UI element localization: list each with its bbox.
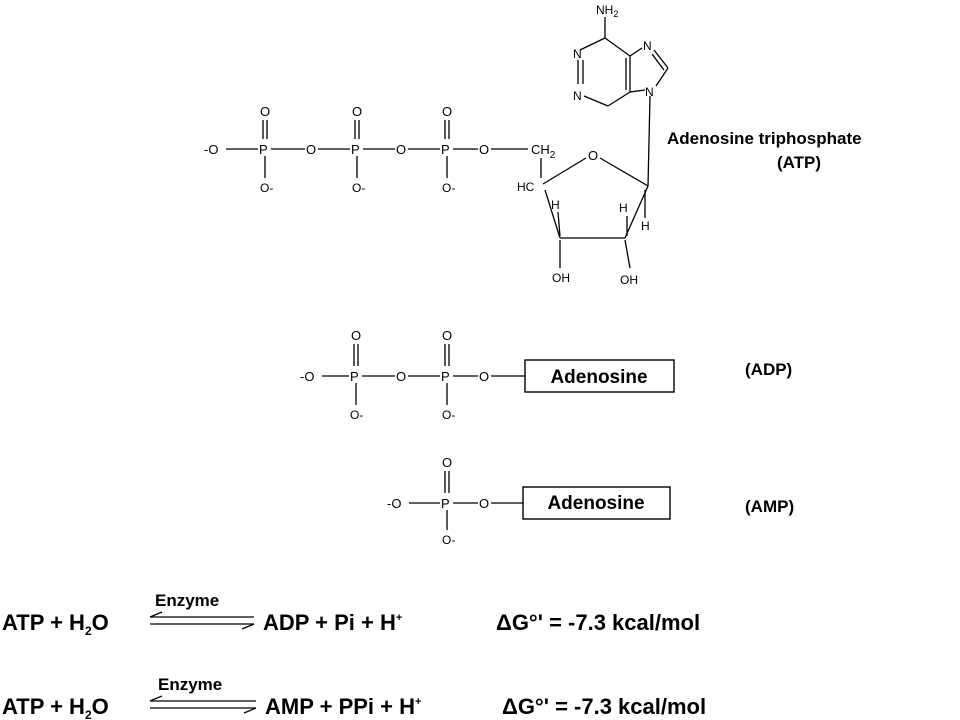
adp-bridge-oxygen-1: O bbox=[396, 369, 406, 384]
atp-phosphorus-beta: P bbox=[351, 142, 360, 157]
adp-terminal-oxygen: -O bbox=[300, 369, 314, 384]
reaction-2-enzyme: Enzyme bbox=[158, 675, 222, 694]
atp-adenine-nh2: NH2 bbox=[596, 3, 618, 19]
atp-oxo-alpha: O bbox=[442, 104, 452, 119]
adp-adenosine-label: Adenosine bbox=[550, 367, 647, 388]
atp-label-abbrev: (ATP) bbox=[777, 153, 821, 172]
reaction-2-reactants: ATP + H2O bbox=[2, 694, 109, 720]
reaction-atp-to-amp: Enzyme ATP + H2O AMP + PPi + H+ ΔG°' = -… bbox=[2, 675, 706, 720]
reaction-2-delta-g: ΔG°' = -7.3 kcal/mol bbox=[502, 694, 706, 719]
reaction-1-enzyme: Enzyme bbox=[155, 591, 219, 610]
amp-oxo: O bbox=[442, 455, 452, 470]
atp-ribose-oh2: OH bbox=[552, 271, 570, 285]
adp-oxo-alpha: O bbox=[442, 328, 452, 343]
atp-label-name: Adenosine triphosphate bbox=[667, 129, 862, 148]
reaction-2-products: AMP + PPi + H+ bbox=[265, 694, 421, 719]
amp-phosphorus: P bbox=[441, 496, 450, 511]
adp-phosphorus-alpha: P bbox=[441, 369, 450, 384]
atp-ribose-oxygen: O bbox=[588, 148, 598, 163]
adp-label: (ADP) bbox=[745, 360, 792, 379]
amp-label: (AMP) bbox=[745, 497, 794, 516]
atp-ribose-oh3: OH bbox=[620, 273, 638, 287]
atp-bridge-oxygen-1: O bbox=[306, 142, 316, 157]
adp-anion-beta: O- bbox=[350, 408, 363, 422]
reaction-atp-to-adp: Enzyme ATP + H2O ADP + Pi + H+ ΔG°' = -7… bbox=[2, 591, 700, 638]
adp-oxo-beta: O bbox=[351, 328, 361, 343]
atp-oxo-beta: O bbox=[352, 104, 362, 119]
adp-structure: -O P O P O O O O- O- Adenosine (ADP) bbox=[300, 328, 792, 422]
adp-phosphorus-beta: P bbox=[350, 369, 359, 384]
atp-anion-alpha: O- bbox=[442, 181, 455, 195]
adp-anion-alpha: O- bbox=[442, 408, 455, 422]
amp-adenosine-label: Adenosine bbox=[547, 493, 644, 514]
atp-bridge-oxygen-3: O bbox=[479, 142, 489, 157]
atp-adenine-n9: N bbox=[645, 85, 654, 99]
atp-ribose-h1: H bbox=[641, 219, 650, 233]
reaction-1-equilibrium-arrow bbox=[149, 611, 255, 630]
amp-bridge-oxygen: O bbox=[479, 496, 489, 511]
reaction-1-reactants: ATP + H2O bbox=[2, 610, 109, 638]
adp-adenosine-box bbox=[524, 359, 675, 393]
atp-ribose-h3: H bbox=[619, 201, 628, 215]
amp-adenosine-box bbox=[522, 486, 671, 520]
reaction-1-products: ADP + Pi + H+ bbox=[263, 610, 402, 635]
atp-adenine-n3: N bbox=[573, 89, 582, 103]
atp-ribose-h2: H bbox=[551, 198, 560, 212]
atp-phosphorus-alpha: P bbox=[441, 142, 450, 157]
atp-ch2: CH2 bbox=[531, 142, 556, 161]
amp-anion: O- bbox=[442, 533, 455, 547]
reaction-2-equilibrium-arrow bbox=[149, 695, 257, 714]
atp-bridge-oxygen-2: O bbox=[396, 142, 406, 157]
reaction-1-delta-g: ΔG°' = -7.3 kcal/mol bbox=[496, 610, 700, 635]
atp-phosphorus-gamma: P bbox=[259, 142, 268, 157]
amp-structure: -O P O O O- Adenosine (AMP) bbox=[387, 455, 794, 547]
atp-anion-beta: O- bbox=[352, 181, 365, 195]
atp-oxo-gamma: O bbox=[260, 104, 270, 119]
adp-bridge-oxygen-2: O bbox=[479, 369, 489, 384]
atp-terminal-oxygen: -O bbox=[204, 142, 218, 157]
atp-adenine-n1: N bbox=[573, 47, 582, 61]
atp-adenine-n7: N bbox=[643, 39, 652, 53]
atp-anion-gamma: O- bbox=[260, 181, 273, 195]
atp-ribose-hc: HC bbox=[517, 180, 535, 194]
amp-terminal-oxygen: -O bbox=[387, 496, 401, 511]
atp-structure: -O P O P O P O CH2 O O O O- O- O- HC bbox=[204, 3, 862, 287]
